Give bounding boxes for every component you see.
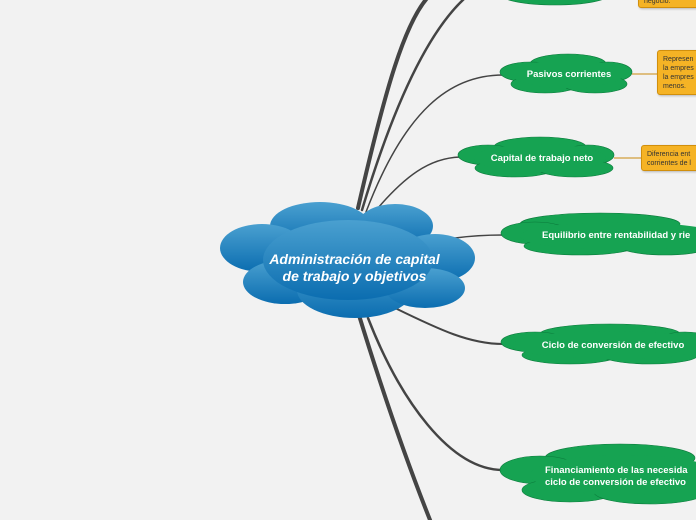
connector-capital [371,156,461,216]
connector-ciclo [394,307,504,345]
connector-equilibrio [454,234,504,239]
connectors [356,0,505,520]
connector-pasivos [365,74,504,213]
connector-top-2 [360,0,465,212]
node-label-ciclo-conversion: Ciclo de conversión de efectivo [541,340,685,351]
node-capital-cloud[interactable] [457,136,615,178]
node-label-financiamiento: Financiamiento de las necesida ciclo de … [545,465,688,488]
node-financiamiento-cloud[interactable] [499,443,696,505]
note-pasivos[interactable]: Represen la empres la empres menos. [657,50,696,95]
node-label-equilibrio: Equilibrio entre rentabilidad y rie [542,230,691,241]
connector-top-1 [356,0,429,210]
central-topic-title: Administración de capital de trabajo y o… [269,251,440,284]
note-capital[interactable]: Diferencia ent corrientes de l [641,145,696,171]
node-pasivos-cloud[interactable] [499,53,633,94]
connector-bottom [356,310,433,520]
note-links [614,73,658,159]
node-label-capital-trabajo-neto: Capital de trabajo neto [490,153,594,164]
connector-financiamiento [366,316,505,472]
node-top-cloud[interactable] [500,0,610,6]
node-equilibrio-cloud[interactable] [500,212,696,256]
central-topic-cloud[interactable] [220,202,475,318]
note-top[interactable]: negocio. [638,0,696,8]
node-ciclo-cloud[interactable] [500,323,696,365]
node-label-pasivos-corrientes: Pasivos corrientes [526,69,612,80]
